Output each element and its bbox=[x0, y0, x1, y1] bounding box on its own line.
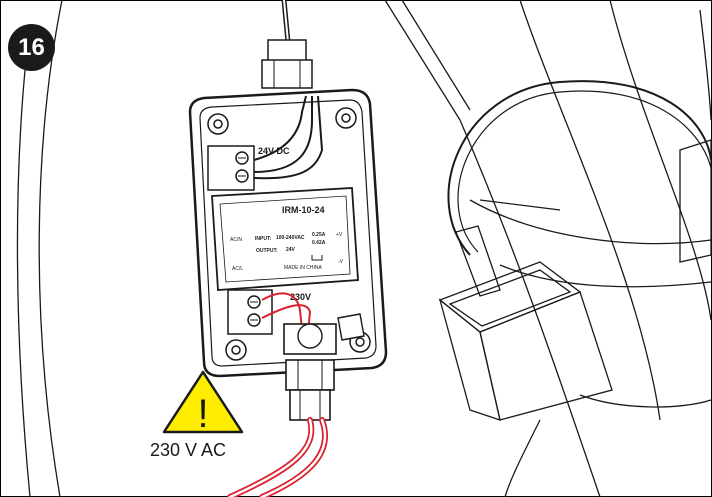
shade-line-2 bbox=[401, 0, 471, 111]
rim-line-top bbox=[469, 199, 712, 245]
psu-spec-rows: AC/N INPUT: 100-240VAC 0.25A +V OUTPUT: … bbox=[230, 232, 344, 272]
psu-row-2-value: MADE IN CHINA bbox=[284, 265, 322, 271]
dc-wires bbox=[253, 95, 324, 180]
psu-row-0-rating: 0.25A bbox=[312, 232, 326, 238]
terminal-block-bottom bbox=[227, 289, 273, 335]
psu-polarity-mark bbox=[311, 255, 323, 261]
shade-line-4 bbox=[519, 0, 661, 421]
psu-model: IRM-10-24 bbox=[282, 205, 325, 215]
rim-line-low bbox=[579, 394, 712, 408]
warning-sign bbox=[162, 370, 244, 434]
top-cable bbox=[281, 0, 291, 43]
terminal-block-top bbox=[207, 145, 255, 191]
rim-line-mid bbox=[499, 264, 712, 288]
top-gland-nut bbox=[261, 59, 313, 89]
loop-cable-outer bbox=[447, 80, 712, 256]
warning-triangle bbox=[162, 370, 244, 434]
shade-line-3 bbox=[459, 119, 601, 497]
psu-row-1-name: OUTPUT: bbox=[256, 248, 278, 254]
shade-line-5 bbox=[609, 0, 712, 321]
top-gland-cap bbox=[267, 39, 307, 63]
left-pole-outer bbox=[38, 0, 63, 497]
sensor-cube-top-inner bbox=[448, 269, 572, 327]
psu-row-0-name: INPUT: bbox=[255, 236, 271, 242]
voltage-label: 230 V AC bbox=[150, 440, 227, 460]
loop-cable-inner bbox=[457, 90, 712, 253]
junction-box: 24V DC IRM-10-24 AC/N INPUT: 100-240VAC … bbox=[188, 39, 388, 421]
psu-row-0-right: +V bbox=[336, 232, 343, 238]
box-inner-rim bbox=[199, 99, 377, 367]
psu-row-1-value: 24V bbox=[286, 247, 296, 253]
background-structure bbox=[16, 0, 712, 497]
psu-row-0-left: AC/N bbox=[230, 237, 242, 243]
psu-row-0-value: 100-240VAC bbox=[276, 235, 305, 241]
sensor-cube-front bbox=[479, 291, 613, 421]
terminal-bottom-label: 230V bbox=[290, 292, 311, 302]
side-plug bbox=[337, 313, 365, 341]
psu-row-2-left: AC/L bbox=[232, 266, 243, 272]
ac-cable-out bbox=[227, 417, 329, 497]
floor-line bbox=[504, 419, 541, 497]
sensor-cube-top bbox=[438, 261, 582, 333]
bracket-block bbox=[679, 139, 712, 263]
shade-tick bbox=[479, 199, 561, 211]
psu-row-2-right: -V bbox=[338, 259, 344, 265]
sensor-probe bbox=[455, 225, 501, 297]
shade-line-1 bbox=[384, 0, 461, 121]
psu-row-1-rating: 0.42A bbox=[312, 240, 326, 246]
bottom-gland bbox=[283, 323, 337, 421]
corner-screws bbox=[207, 107, 371, 361]
shade-line-6 bbox=[699, 9, 712, 121]
warning-exclamation-icon: ! bbox=[197, 392, 208, 436]
left-pole-inner bbox=[16, 59, 31, 497]
step-number-badge: 16 bbox=[8, 24, 55, 71]
psu-module bbox=[211, 187, 359, 291]
ac-wires-inside bbox=[261, 292, 312, 333]
